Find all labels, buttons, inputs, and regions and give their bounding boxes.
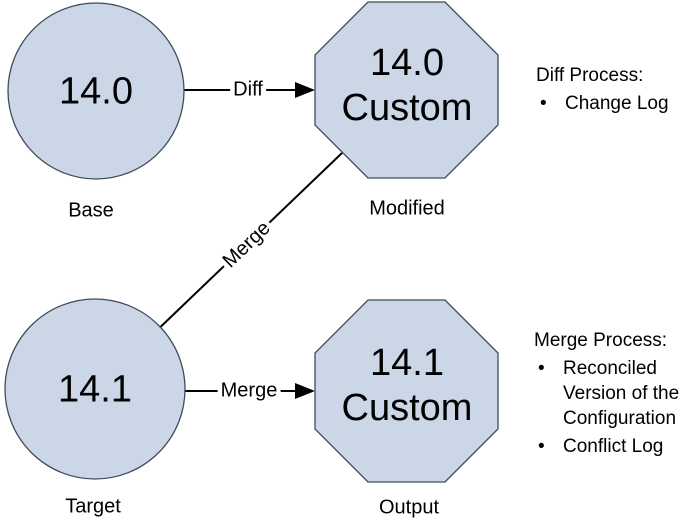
output-node-value-line2: Custom [341, 387, 473, 429]
merge-process-bullet-text: Conflict Log [563, 436, 664, 457]
target-circle-shape [4, 298, 186, 480]
base-circle-shape [7, 2, 185, 180]
modified-node-value: 14.0 Custom [342, 41, 473, 131]
target-node-value: 14.1 [58, 368, 132, 411]
bullet-icon: • [538, 436, 545, 457]
output-octagon-shape [314, 299, 499, 483]
diff-process-bullet: • Change Log [536, 91, 669, 116]
base-node-value: 14.0 [59, 70, 133, 113]
bullet-icon: • [538, 358, 545, 379]
modified-caption: Modified [369, 197, 445, 220]
modified-node-value-line2: Custom [341, 87, 473, 129]
diff-process-title: Diff Process: [536, 65, 644, 86]
merge-process-bullet: • Reconciled Version of the Configuratio… [534, 356, 689, 431]
merge-process-title: Merge Process: [534, 330, 668, 351]
output-node-value-line1: 14.1 [370, 342, 444, 384]
diff-edge-label: Diff [230, 78, 266, 102]
base-caption: Base [68, 199, 114, 222]
merge-edge-label: Merge [217, 379, 281, 403]
merge-process-annotation: Merge Process: • Reconciled Version of t… [534, 328, 689, 459]
diff-arrowhead-icon [295, 82, 315, 98]
diff-process-bullet-text: Change Log [565, 93, 669, 114]
merge-process-bullet-text: Reconciled Version of the Configuration [563, 358, 680, 429]
output-node-value: 14.1 Custom [342, 341, 473, 431]
target-caption: Target [65, 495, 121, 518]
diff-process-annotation: Diff Process: • Change Log [536, 63, 669, 116]
modified-node-value-line1: 14.0 [370, 42, 444, 84]
merge-arrowhead-icon [295, 383, 315, 399]
output-caption: Output [378, 496, 440, 519]
modified-octagon-shape [314, 1, 499, 179]
merge-process-bullet: • Conflict Log [534, 434, 689, 459]
bullet-icon: • [540, 93, 547, 114]
